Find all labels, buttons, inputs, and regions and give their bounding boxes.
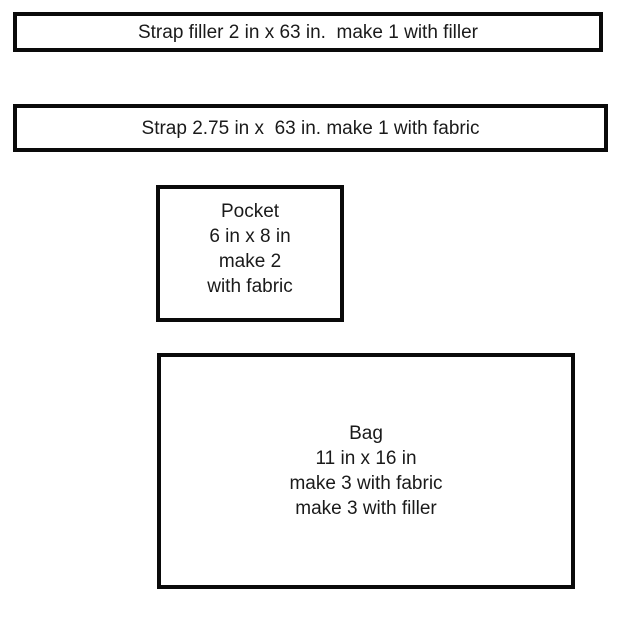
piece-label-line: 11 in x 16 in — [315, 448, 417, 469]
piece-label-line: Strap filler 2 in x 63 in. make 1 with f… — [137, 21, 479, 43]
piece-label-line: with fabric — [207, 275, 293, 297]
piece-label-line: Bag — [349, 423, 383, 444]
piece-strap-filler: Strap filler 2 in x 63 in. make 1 with f… — [13, 12, 603, 52]
piece-label-line: Pocket — [220, 200, 280, 222]
piece-label-line: 6 in x 8 in — [209, 225, 291, 247]
piece-pocket: Pocket 6 in x 8 in make 2 with fabric — [156, 185, 344, 322]
piece-label-line: make 3 with filler — [295, 498, 437, 519]
piece-label-line: Strap 2.75 in x 63 in. make 1 with fabri… — [141, 117, 480, 139]
piece-label-line: make 2 — [218, 250, 282, 272]
piece-bag: Bag 11 in x 16 in make 3 with fabric mak… — [157, 353, 575, 589]
piece-label-line: make 3 with fabric — [289, 473, 443, 494]
piece-strap: Strap 2.75 in x 63 in. make 1 with fabri… — [13, 104, 608, 152]
